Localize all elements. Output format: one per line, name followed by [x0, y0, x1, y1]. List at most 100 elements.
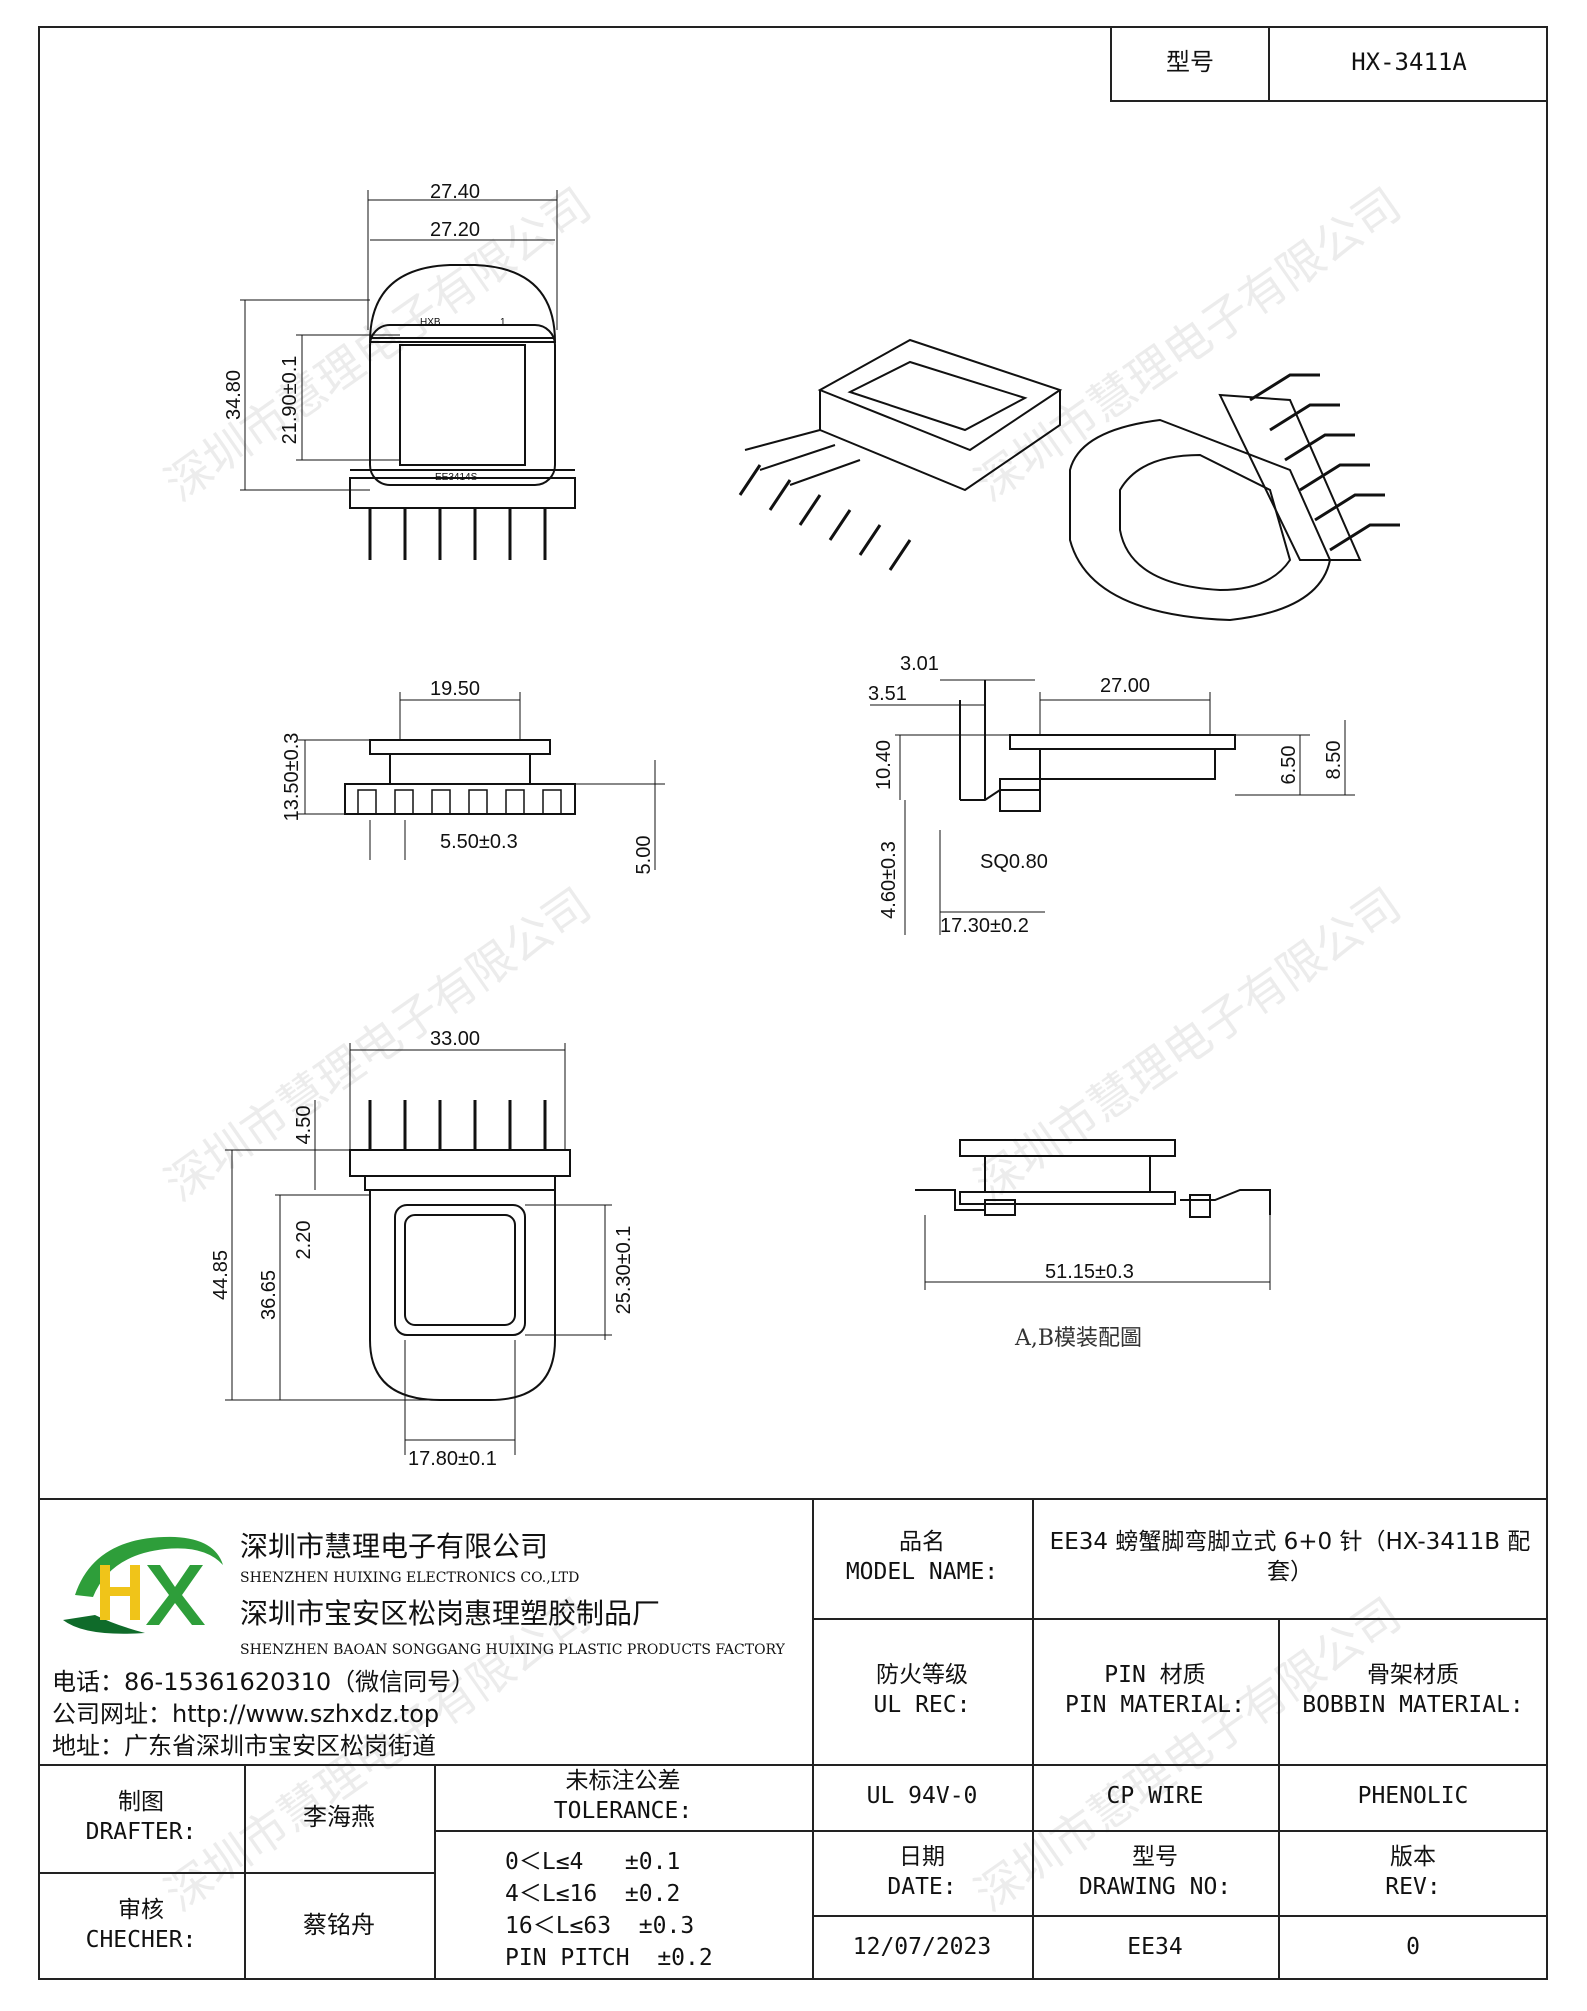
dim-text: 13.50±0.3 [281, 733, 303, 822]
checker-label: 审核 CHECHER: [38, 1872, 244, 1980]
technical-drawing: 27.40 27.20 34.80 21.90±0.1 HXB 1 EE3414… [210, 181, 1400, 1470]
part-mark: EE3414S [435, 472, 478, 483]
assembly-caption: A,B模装配圖 [1014, 1326, 1142, 1351]
ul-en: UL REC: [873, 1692, 971, 1718]
bobbin-cn: 骨架材质 [1367, 1662, 1459, 1689]
dim-text: 44.85 [210, 1250, 232, 1300]
dim-text: 3.01 [900, 653, 939, 675]
dim-text: SQ0.80 [980, 851, 1048, 873]
bobbin-value: PHENOLIC [1357, 1783, 1469, 1810]
rev-label: 版本 REV: [1278, 1830, 1548, 1915]
pin-en: PIN MATERIAL: [1064, 1692, 1245, 1718]
checker-name: 蔡铭舟 [303, 1911, 375, 1940]
factory-name-en: SHENZHEN BAOAN SONGGANG HUIXING PLASTIC … [240, 1642, 785, 1658]
pin-label: PIN 材质 PIN MATERIAL: [1032, 1618, 1278, 1764]
dim-text: 17.80±0.1 [408, 1448, 497, 1470]
drafter-label: 制图 DRAFTER: [38, 1764, 244, 1872]
company-website: 公司网址：http://www.szhxdz.top [52, 1700, 440, 1728]
date-en: DATE: [887, 1873, 957, 1900]
bobbin-en: BOBBIN MATERIAL: [1302, 1692, 1524, 1718]
dim-text: 4.50 [293, 1106, 315, 1145]
dim-text: 5.00 [633, 836, 655, 875]
company-name-cn: 深圳市慧理电子有限公司 [240, 1530, 549, 1563]
divider [812, 1915, 1548, 1917]
bobbin-label: 骨架材质 BOBBIN MATERIAL: [1278, 1618, 1548, 1764]
divider [1278, 1618, 1280, 1980]
divider [812, 1618, 1548, 1620]
divider [434, 1764, 436, 1980]
dim-text: 51.15±0.3 [1045, 1261, 1134, 1283]
model-name-en: MODEL NAME: [845, 1559, 999, 1585]
part-mark: HXB [420, 317, 441, 328]
divider [38, 1498, 1548, 1500]
drawing-frame [38, 26, 1548, 1980]
checker-cn: 审核 [118, 1897, 164, 1924]
drafter-cn: 制图 [118, 1789, 164, 1816]
tolerance-row: PIN PITCH ±0.2 [505, 1945, 713, 1971]
date-value: 12/07/2023 [852, 1933, 992, 1960]
dim-text: 27.20 [430, 219, 480, 241]
divider [38, 1764, 1548, 1766]
ul-value: UL 94V-0 [866, 1783, 978, 1810]
company-address: 地址：广东省深圳市宝安区松岗街道 [52, 1732, 436, 1760]
dim-text: 5.50±0.3 [440, 831, 518, 853]
dim-text: 3.51 [868, 683, 907, 705]
dim-text: 17.30±0.2 [940, 915, 1029, 937]
tolerance-row: 16＜L≤63 ±0.3 [505, 1913, 695, 1939]
divider [1032, 1498, 1034, 1980]
bottom-view [225, 1043, 612, 1455]
dim-text: 6.50 [1278, 746, 1300, 785]
isometric-view [738, 338, 1400, 622]
dim-text: 4.60±0.3 [878, 841, 900, 919]
drawing-no-label: 型号 DRAWING NO: [1032, 1830, 1278, 1915]
side-view-right [870, 679, 1355, 935]
pin-cn: PIN 材质 [1104, 1662, 1206, 1689]
tolerance-label: 未标注公差 TOLERANCE: [434, 1764, 812, 1830]
side-view [298, 692, 665, 870]
ul-cn: 防火等级 [876, 1662, 968, 1689]
rev-en: REV: [1385, 1873, 1441, 1900]
divider [434, 1830, 1548, 1832]
header-model-label: 型号 [1112, 26, 1270, 100]
model-name-label: 品名 MODEL NAME: [812, 1498, 1032, 1618]
dim-text: 2.20 [293, 1221, 315, 1260]
header-model-value: HX-3411A [1351, 48, 1467, 77]
drafter-en: DRAFTER: [85, 1819, 197, 1845]
assembly-view [915, 1139, 1271, 1290]
drawing-no-cn: 型号 [1132, 1843, 1178, 1870]
tolerance-en: TOLERANCE: [553, 1798, 693, 1824]
rev-value: 0 [1406, 1933, 1420, 1960]
dim-text: 27.40 [430, 181, 480, 203]
dim-text: 34.80 [223, 370, 245, 420]
ul-label: 防火等级 UL REC: [812, 1618, 1032, 1764]
dim-text: 33.00 [430, 1028, 480, 1050]
date-label: 日期 DATE: [812, 1830, 1032, 1915]
rev-cn: 版本 [1390, 1843, 1436, 1870]
part-mark: 1 [500, 317, 506, 328]
dim-text: 19.50 [430, 678, 480, 700]
pin-value: CP WIRE [1106, 1783, 1204, 1810]
dim-text: 8.50 [1323, 741, 1345, 780]
tolerance-cn: 未标注公差 [565, 1768, 681, 1795]
model-name-cn: 品名 [899, 1529, 945, 1556]
company-phone: 电话：86-15361620310（微信同号） [52, 1668, 476, 1696]
header-model-box: 型号 HX-3411A [1110, 26, 1548, 102]
drawing-no-value: EE34 [1127, 1933, 1183, 1960]
dim-text: 36.65 [258, 1270, 280, 1320]
tolerance-row: 0＜L≤4 ±0.1 [505, 1849, 681, 1875]
date-cn: 日期 [899, 1843, 945, 1870]
drawing-no-en: DRAWING NO: [1078, 1873, 1232, 1900]
tolerance-row: 4＜L≤16 ±0.2 [505, 1881, 681, 1907]
dim-text: 25.30±0.1 [613, 1226, 635, 1315]
tolerance-list: 0＜L≤4 ±0.1 4＜L≤16 ±0.2 16＜L≤63 ±0.3 PIN … [505, 1846, 805, 1974]
factory-name-cn: 深圳市宝安区松岗惠理塑胶制品厂 [240, 1597, 661, 1630]
divider [38, 1872, 434, 1874]
top-view [240, 190, 576, 560]
company-logo [55, 1525, 230, 1640]
drafter-name: 李海燕 [303, 1803, 375, 1832]
dim-text: 21.90±0.1 [279, 356, 301, 445]
company-name-en: SHENZHEN HUIXING ELECTRONICS CO.,LTD [240, 1570, 580, 1586]
checker-en: CHECHER: [85, 1927, 197, 1953]
dim-text: 10.40 [873, 740, 895, 790]
model-name-value: EE34 螃蟹脚弯脚立式 6+0 针（HX-3411B 配套） [1049, 1529, 1531, 1585]
